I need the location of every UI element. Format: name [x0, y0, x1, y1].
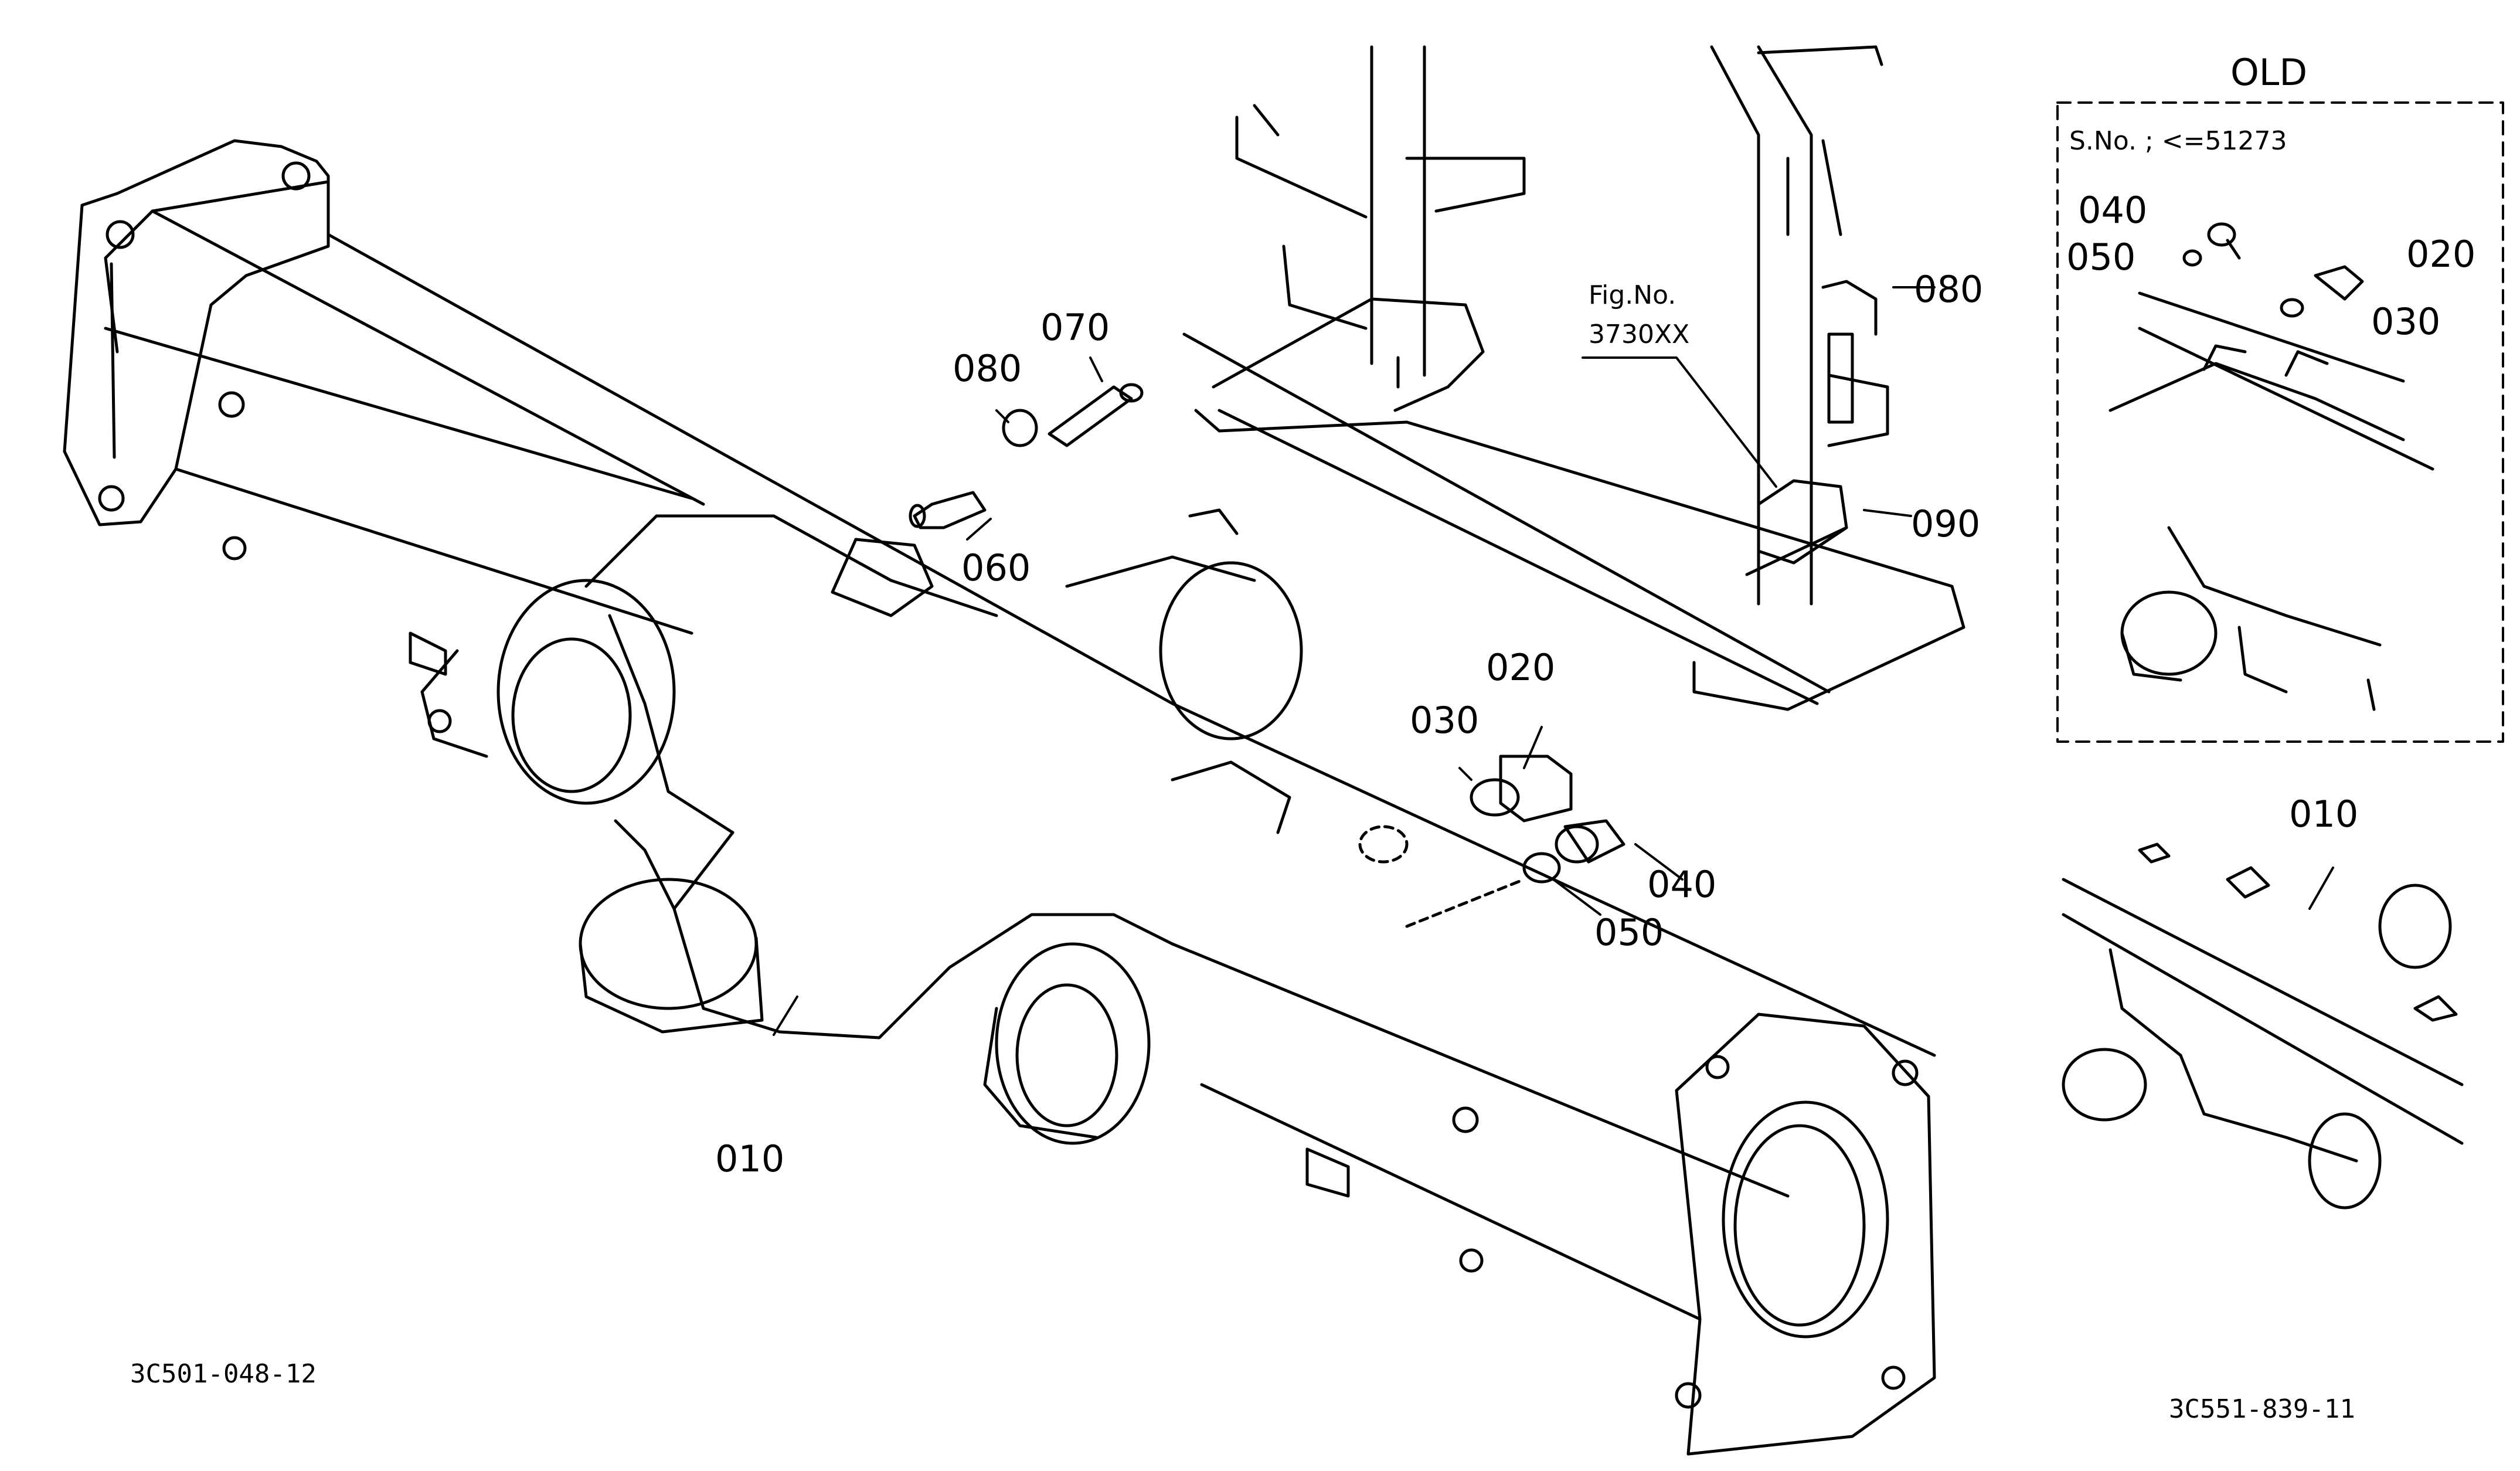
- fig-ref-line1: Fig.No.: [1589, 280, 1676, 310]
- axle-housing-drawing: [63, 139, 1936, 1456]
- old-inset-drawing: [2056, 101, 2504, 743]
- old-inset-title: OLD: [2230, 51, 2307, 94]
- drawing-code-right: 3C551-839-11: [2169, 1394, 2355, 1424]
- leader-lines: [773, 286, 1936, 1036]
- hose-parts-drawing: [909, 280, 1878, 576]
- label-060: 060: [961, 546, 1031, 589]
- label-090: 090: [1911, 502, 1980, 545]
- label-080-right: 080: [1914, 268, 1983, 311]
- frame-drawing: [1182, 45, 1965, 711]
- old-label-040: 040: [2078, 189, 2147, 232]
- new-inset-label-010: 010: [2289, 793, 2358, 835]
- label-020: 020: [1486, 646, 1555, 689]
- fig-ref-line2: 3730XX: [1589, 320, 1689, 349]
- drawing-code-left: 3C501-048-12: [130, 1359, 317, 1389]
- label-050: 050: [1594, 911, 1664, 954]
- label-030: 030: [1410, 699, 1479, 742]
- old-label-020: 020: [2406, 233, 2475, 276]
- old-inset-serial: S.No. ; <=51273: [2069, 126, 2287, 156]
- label-080-left: 080: [953, 347, 1022, 390]
- old-label-030: 030: [2371, 300, 2440, 343]
- new-inset-drawing: [2062, 842, 2464, 1210]
- old-label-050: 050: [2066, 236, 2135, 278]
- label-010: 010: [715, 1137, 784, 1180]
- label-070: 070: [1040, 306, 1110, 349]
- label-040: 040: [1647, 863, 1716, 906]
- plug-parts-drawing: [1358, 755, 1625, 928]
